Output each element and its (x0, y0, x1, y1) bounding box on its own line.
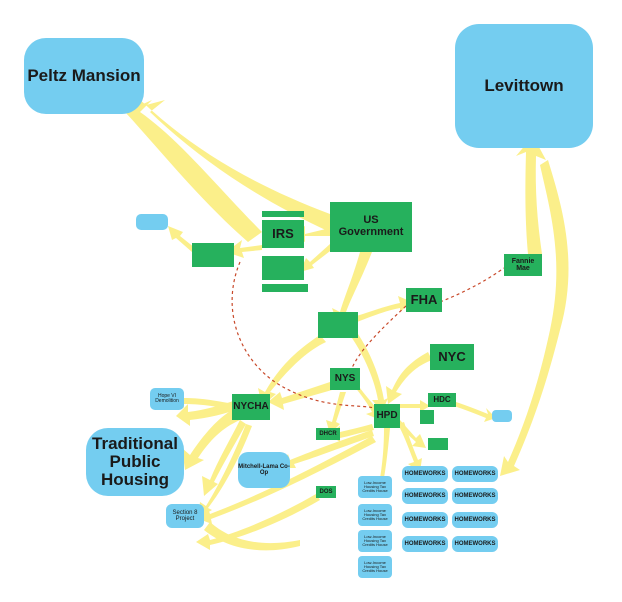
flow-nycha-to-tph-3 (202, 420, 246, 496)
section8-node: Section 8 Project (166, 504, 204, 528)
mitchell-lama-node: Mitchell-Lama Co-Op (238, 452, 290, 488)
nyc-node: NYC (430, 344, 474, 370)
homeworks-1: HOMEWORKS (402, 466, 448, 482)
flow-nys-to-hpd (354, 382, 380, 420)
levittown-node: Levittown (455, 24, 593, 148)
preservation-agency-node (192, 243, 234, 267)
traditional-public-housing-node: Traditional Public Housing (86, 428, 184, 496)
hdc-node: HDC (428, 393, 456, 407)
homeworks-6: HOMEWORKS (452, 512, 498, 528)
flow-usgov-to-hud (332, 252, 372, 326)
flow-levittown-to-homeworks (500, 160, 569, 476)
flow-irs-to-small (226, 240, 262, 258)
national-housing-node (262, 256, 304, 280)
flow-to-preservation (168, 226, 195, 252)
flow-dos-to-section8 (196, 494, 320, 550)
flow-hpd-to-homeworks (398, 422, 422, 472)
dhcr-node: DHCR (316, 428, 340, 440)
hope-vi-node: Hope VI Demolition (150, 388, 184, 410)
flow-usgov-to-peltz (120, 70, 330, 232)
lihtc-4: Low-Income Housing Tax Credits House (358, 556, 392, 578)
nycha-node: NYCHA (232, 394, 270, 420)
hdc-sub-node (420, 410, 434, 424)
homeworks-8: HOMEWORKS (452, 536, 498, 552)
flow-section8-loop (204, 522, 300, 551)
irs-strip-bottom (262, 284, 308, 292)
lihtc-3: Low-Income Housing Tax Credits House (358, 530, 392, 552)
div-alternative-node (428, 438, 448, 450)
fannie-mae-node: Fannie Mae (504, 254, 542, 276)
flow-arrows (120, 70, 569, 551)
flow-hpd-to-div (396, 420, 426, 448)
irs-node: IRS (262, 220, 304, 248)
hud-node (318, 312, 358, 338)
lihtc-2: Low-Income Housing Tax Credits House (358, 504, 392, 526)
flow-hud-to-hpd (352, 334, 388, 412)
dashed-link-fha-fannie (439, 267, 505, 303)
us-government-node: US Government (330, 202, 412, 252)
flow-nyc-to-hpd (386, 352, 432, 404)
homeworks-7: HOMEWORKS (402, 536, 448, 552)
fha-node: FHA (406, 288, 442, 312)
eighty-twenty-node (492, 410, 512, 422)
flow-fannie-to-levittown (516, 136, 546, 254)
flow-nycha-to-section8 (198, 424, 252, 518)
flow-nycha-to-tph (182, 410, 240, 470)
hpd-node: HPD (374, 404, 400, 428)
flow-hpd-to-hdc (400, 400, 430, 412)
flow-irs-to-peltz (125, 100, 262, 242)
dashed-link-left (231, 261, 375, 409)
dos-node: DOS (316, 486, 336, 498)
flow-nys-to-dhcr (326, 392, 346, 434)
preservation-house-node (136, 214, 168, 230)
flow-usgov-to-national (300, 244, 334, 272)
flow-hpd-to-lihtc (374, 428, 390, 490)
flow-nycha-to-hopevi (172, 392, 234, 410)
homeworks-4: HOMEWORKS (452, 488, 498, 504)
flow-hpd-to-section8 (196, 436, 376, 524)
flow-hud-to-fha (350, 296, 412, 324)
flow-nys-to-nycha (268, 382, 332, 410)
flow-hdc-to-8020 (454, 402, 496, 422)
homeworks-5: HOMEWORKS (402, 512, 448, 528)
peltz-mansion-node: Peltz Mansion (24, 38, 144, 114)
flow-hpd-to-mitchell (280, 430, 374, 468)
irs-strip-top (262, 211, 304, 217)
homeworks-3: HOMEWORKS (402, 488, 448, 504)
homeworks-2: HOMEWORKS (452, 466, 498, 482)
nys-node: NYS (330, 368, 360, 390)
lihtc-1: Low-Income Housing Tax Credits House (358, 476, 392, 498)
